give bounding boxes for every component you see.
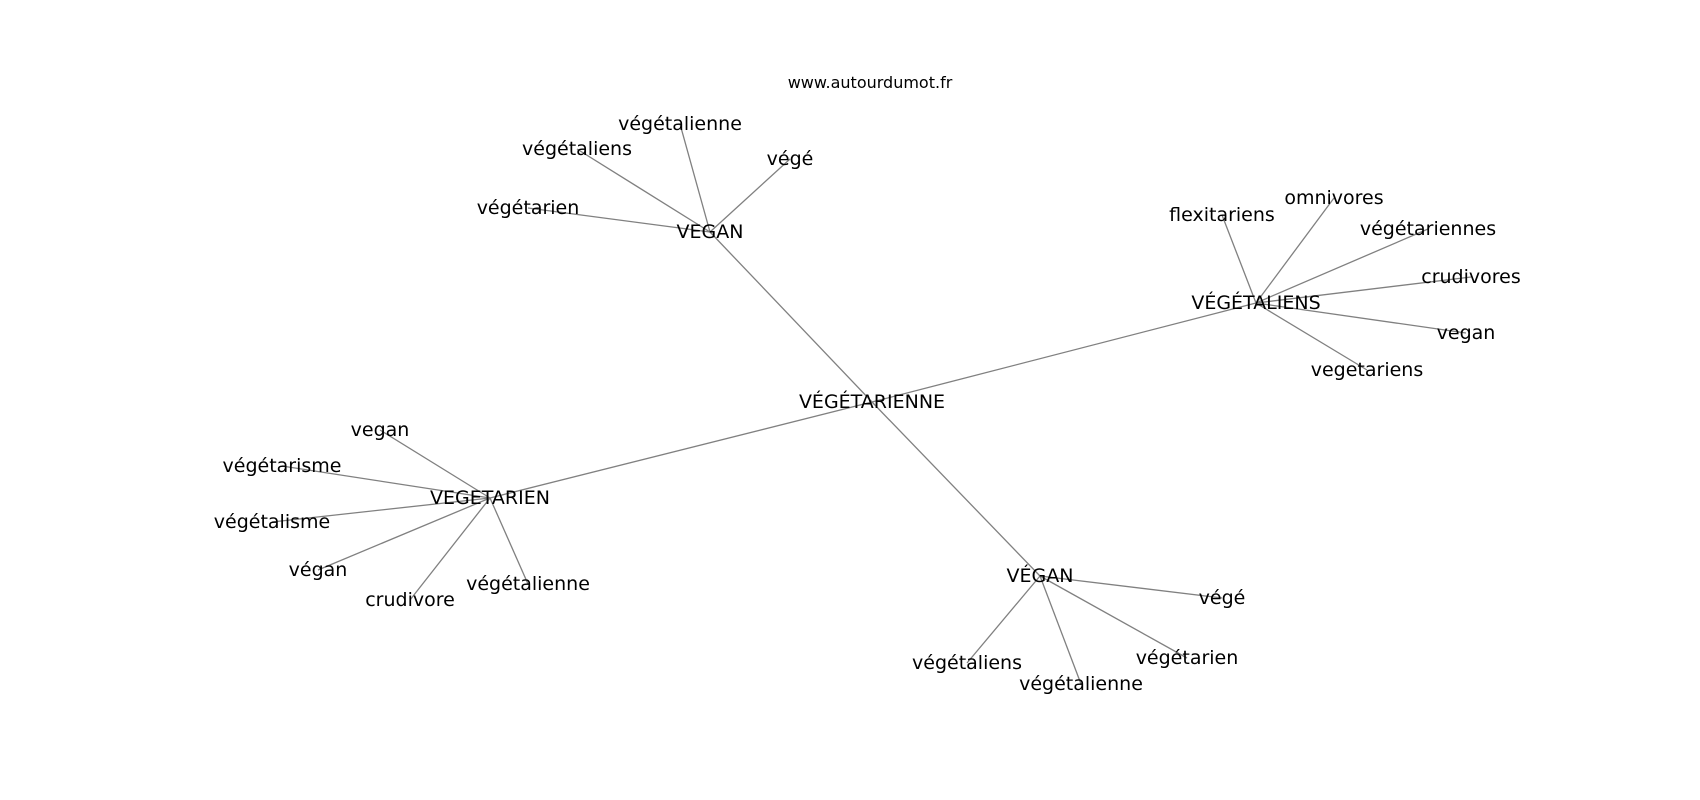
leaf-node-label: végétalienne — [466, 573, 590, 595]
leaf-node-label: végétaliens — [522, 138, 632, 160]
source-credit: www.autourdumot.fr — [788, 73, 953, 92]
center-node-label: VÉGÉTARIENNE — [799, 390, 945, 413]
leaf-node-label: flexitariens — [1169, 204, 1275, 226]
leaf-node-label: vegan — [1437, 322, 1496, 344]
edge-hub-to-leaf — [271, 497, 491, 523]
edge-hub-to-leaf — [489, 497, 529, 585]
edge-hub-to-leaf — [709, 158, 791, 233]
edge-hub-to-leaf — [679, 123, 711, 233]
hub-node-label: VEGETARIEN — [430, 487, 550, 509]
edge-hub-to-leaf — [409, 497, 491, 601]
graph-edges — [271, 123, 1472, 685]
leaf-node-label: végétarisme — [223, 455, 342, 477]
leaf-node-label: végétalisme — [214, 511, 330, 533]
edge-center-to-hub — [709, 231, 873, 403]
edge-center-to-hub — [489, 401, 873, 499]
leaf-node-label: végan — [289, 559, 348, 581]
leaf-node-label: végétarien — [477, 197, 580, 219]
edge-hub-to-leaf — [966, 575, 1041, 664]
edge-center-to-hub — [871, 302, 1257, 403]
edge-hub-to-leaf — [1039, 575, 1223, 599]
hub-node-label: VEGAN — [677, 221, 744, 243]
edge-hub-to-leaf — [281, 465, 491, 499]
edge-hub-to-leaf — [1255, 228, 1429, 304]
edge-center-to-hub — [871, 401, 1041, 577]
edge-hub-to-leaf — [379, 429, 491, 499]
leaf-node-label: végétarien — [1136, 647, 1239, 669]
leaf-node-label: végé — [1199, 587, 1246, 609]
hub-node-label: VÉGÉTALIENS — [1191, 291, 1320, 314]
edge-hub-to-leaf — [576, 148, 711, 233]
leaf-node-label: crudivore — [365, 589, 455, 611]
edge-hub-to-leaf — [527, 207, 711, 233]
leaf-node-label: végétalienne — [1019, 673, 1143, 695]
hub-node-label: VÉGAN — [1007, 564, 1074, 587]
edge-hub-to-leaf — [1221, 214, 1257, 304]
leaf-node-label: omnivores — [1284, 187, 1383, 209]
leaf-node-label: crudivores — [1421, 266, 1521, 288]
leaf-node-label: végétalienne — [618, 113, 742, 135]
leaf-node-label: vegan — [351, 419, 410, 441]
edge-hub-to-leaf — [1039, 575, 1188, 659]
edge-hub-to-leaf — [1255, 276, 1472, 304]
leaf-node-label: végétaliens — [912, 652, 1022, 674]
edge-hub-to-leaf — [1039, 575, 1082, 685]
leaf-node-label: végé — [767, 148, 814, 170]
edge-hub-to-leaf — [1255, 302, 1467, 334]
leaf-node-label: végétariennes — [1360, 218, 1496, 240]
edge-hub-to-leaf — [1255, 302, 1368, 371]
edge-hub-to-leaf — [1255, 197, 1335, 304]
leaf-node-label: vegetariens — [1311, 359, 1424, 381]
edge-hub-to-leaf — [317, 497, 491, 571]
